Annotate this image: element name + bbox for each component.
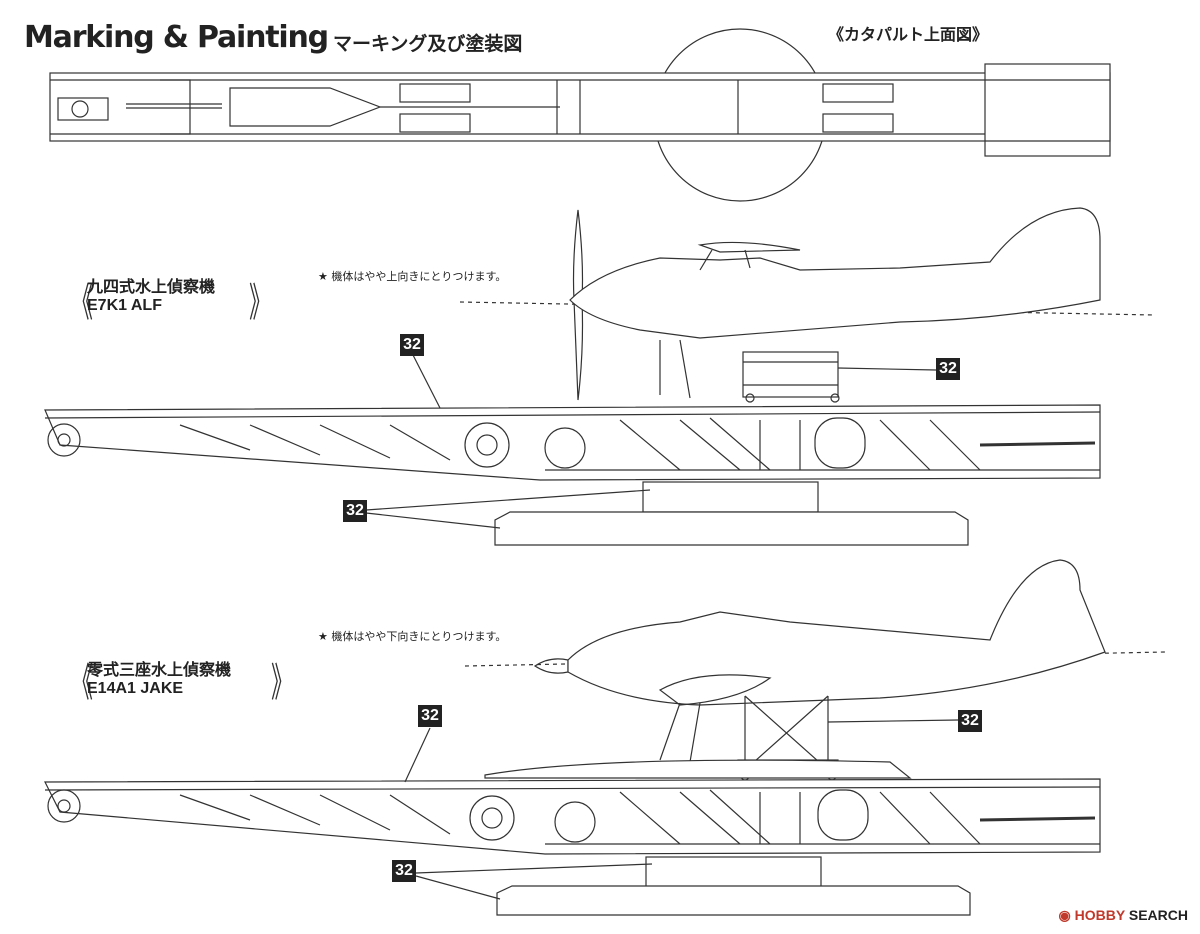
jake-turntable-top — [645, 856, 822, 888]
alf-wheel — [47, 423, 81, 457]
alf-turntable-base — [494, 511, 969, 546]
camera-icon: ◉ — [1058, 907, 1071, 923]
jake-cradle — [744, 695, 829, 771]
alf-mounting-note: ★ 機体はやや上向きにとりつけます。 — [318, 270, 507, 283]
alf-turntable-top — [642, 481, 819, 513]
jake-wing — [658, 674, 772, 706]
jake-fuselage — [567, 559, 1106, 706]
alf-propeller — [572, 209, 584, 401]
alf-callout-upper: 32 — [400, 334, 424, 356]
jake-side-view — [44, 559, 1166, 916]
jake-wheel — [47, 789, 81, 823]
jake-brace-right: 》 — [271, 660, 293, 706]
watermark-logo: HOBBY — [1074, 907, 1125, 923]
alf-name-en: E7K1 ALF — [87, 297, 162, 314]
alf-upper-wing — [697, 241, 801, 253]
alf-callout-cradle: 32 — [936, 358, 960, 380]
jake-gear-wheel — [469, 795, 515, 841]
jake-callout-turntable: 32 — [392, 860, 416, 882]
jake-name-jp: 零式三座水上偵察機 — [87, 660, 232, 679]
jake-catapult-truss — [44, 778, 1101, 855]
jake-callout-upper: 32 — [418, 705, 442, 727]
jake-turntable-base — [496, 885, 971, 916]
watermark-brand: SEARCH — [1128, 907, 1188, 923]
alf-brace-left: 《 — [71, 280, 93, 326]
alf-cradle — [742, 351, 839, 398]
alf-side-view — [44, 207, 1156, 546]
jake-name-en: E14A1 JAKE — [87, 680, 184, 697]
jake-float — [484, 759, 912, 779]
jake-spinner — [533, 658, 569, 674]
jake-callout-cradle: 32 — [958, 710, 982, 732]
alf-gear-wheel — [464, 422, 510, 468]
jake-mounting-note: ★ 機体はやや下向きにとりつけます。 — [318, 630, 507, 643]
catapult-top-view — [49, 28, 1111, 202]
alf-brace-right: 》 — [249, 280, 271, 326]
watermark: ◉HOBBY SEARCH — [1058, 907, 1188, 924]
catapult-end-block — [984, 63, 1111, 157]
alf-fuselage — [569, 207, 1101, 339]
page-title: Marking & Painting — [24, 20, 329, 55]
catapult-top-view-caption: 《カタパルト上面図》 — [828, 25, 989, 44]
alf-name-jp: 九四式水上偵察機 — [87, 277, 216, 296]
alf-callout-turntable: 32 — [343, 500, 367, 522]
page-subtitle: マーキング及び塗装図 — [333, 33, 523, 55]
alf-catapult-truss — [44, 404, 1101, 481]
jake-brace-left: 《 — [71, 660, 93, 706]
